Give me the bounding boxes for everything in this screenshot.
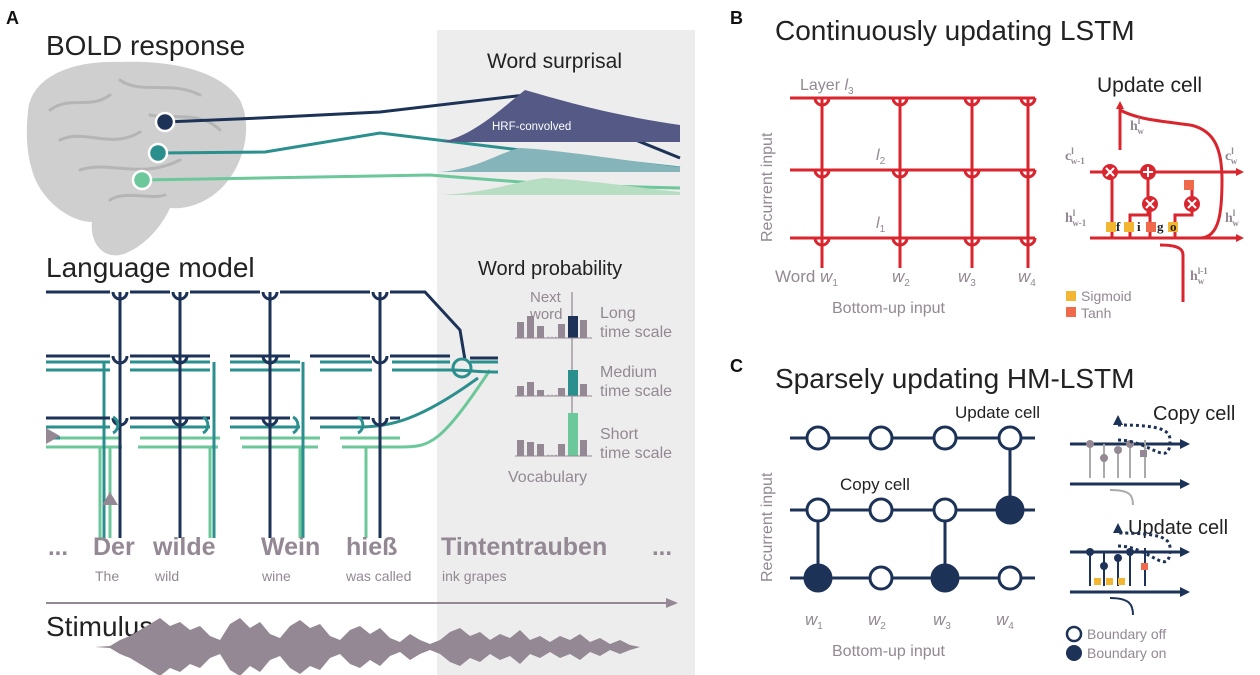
vocabulary-label: Vocabulary: [508, 469, 587, 486]
legend-boundary-off-label: Boundary off: [1087, 626, 1166, 642]
svg-text:…: …: [546, 385, 558, 399]
legend-sigmoid-label: Sigmoid: [1081, 288, 1132, 304]
bold-response-label: BOLD response: [46, 30, 245, 61]
word-de-0: Der: [93, 533, 135, 561]
next-word-label-1: Next: [530, 289, 562, 306]
word-de-2: Wein: [261, 533, 320, 561]
stimulus-waveform: [95, 618, 640, 675]
word-de-1: wilde: [152, 533, 216, 561]
legend-boundary-off: [1065, 625, 1083, 643]
b-word-w4: w4: [1018, 267, 1036, 289]
b-recurrent-input: Recurrent input: [759, 132, 776, 242]
input-arrow-left: [46, 428, 60, 444]
surprisal-dist-mid: [440, 148, 680, 172]
layer-l1-label: l1: [876, 215, 886, 235]
update-cell-mini: [1070, 523, 1190, 616]
word-en-0: The: [95, 568, 119, 584]
word-de-3: hieß: [346, 533, 397, 561]
long-label-1: Long: [600, 305, 636, 322]
hmlstm-nodes: [803, 425, 1025, 593]
surprisal-dist-light: [440, 178, 680, 195]
panel-b-title: Continuously updating LSTM: [775, 15, 1135, 46]
c-word-w1: w1: [805, 610, 823, 632]
legend-boundary-on: [1066, 645, 1082, 661]
lm-network: [45, 290, 499, 538]
svg-text:…: …: [546, 327, 558, 341]
language-model-label: Language model: [46, 252, 255, 283]
c-copy-cell-mid: Copy cell: [840, 475, 910, 494]
brain-dot-light: [131, 169, 153, 191]
lstm-grid: [790, 96, 1037, 268]
lstm-gate-o: o: [1170, 219, 1177, 234]
brain-dot-mid: [147, 142, 169, 164]
brain-dot-dark: [154, 111, 176, 133]
prob-bars: … … …: [515, 316, 592, 459]
short-label-1: Short: [600, 426, 639, 443]
brain-image: [26, 61, 247, 256]
word-en-4: ink grapes: [442, 568, 507, 584]
surprisal-dist-dark: [440, 90, 680, 142]
panel-b: B Continuously updating LSTM Layer l3 l2…: [730, 8, 1244, 321]
c-copy-cell-right: Copy cell: [1153, 403, 1235, 425]
legend-tanh-swatch: [1066, 307, 1076, 317]
hrf-convolved-label: HRF-convolved: [492, 121, 571, 133]
panel-c-title: Sparsely updating HM-LSTM: [775, 363, 1134, 394]
c-update-cell-right: Update cell: [1128, 517, 1228, 539]
svg-text:…: …: [546, 445, 558, 459]
ellipsis-left: ...: [48, 534, 68, 561]
c-bottom-up-input: Bottom-up input: [832, 643, 946, 660]
lstm-gate-f: f: [1116, 219, 1121, 234]
lstm-gate-i: i: [1137, 219, 1141, 234]
medium-label-1: Medium: [600, 364, 657, 381]
panel-c: C Sparsely updating HM-LSTM Update cell …: [730, 356, 1235, 661]
b-word-w1: Word w1: [775, 267, 838, 289]
c-recurrent-input: Recurrent input: [759, 472, 776, 582]
short-label-2: time scale: [600, 445, 672, 462]
b-word-w2: w2: [892, 267, 910, 289]
long-label-2: time scale: [600, 324, 672, 341]
legend-boundary-on-label: Boundary on: [1087, 645, 1166, 661]
word-probability-label: Word probability: [478, 258, 622, 280]
panel-letter-c: C: [730, 356, 743, 376]
b-word-w3: w3: [958, 267, 976, 289]
lstm-ops: [1102, 164, 1200, 232]
input-arrow-bottom: [102, 492, 118, 505]
word-en-1: wild: [154, 568, 179, 584]
layer-l2-label: l2: [876, 147, 886, 167]
word-de-4: Tintentrauben: [441, 533, 607, 561]
medium-label-2: time scale: [600, 383, 672, 400]
panel-letter-a: A: [6, 8, 19, 28]
c-word-w4: w4: [996, 610, 1014, 632]
word-en-3: was called: [345, 568, 411, 584]
panel-a: A BOLD response Word surprisal HRF-convo…: [6, 8, 695, 675]
ellipsis-right: ...: [652, 534, 672, 561]
b-update-cell-label: Update cell: [1097, 74, 1202, 97]
layer-l3-label: Layer l3: [800, 77, 854, 97]
legend-tanh-label: Tanh: [1081, 305, 1111, 321]
word-surprisal-label: Word surprisal: [487, 50, 622, 73]
lstm-cell: [1090, 101, 1244, 302]
c-word-w3: w3: [933, 610, 951, 632]
c-word-w2: w2: [868, 610, 886, 632]
legend-sigmoid-swatch: [1066, 291, 1076, 301]
b-bottom-up-input: Bottom-up input: [832, 300, 946, 317]
word-en-2: wine: [261, 568, 291, 584]
lstm-gate-g: g: [1157, 219, 1164, 234]
copy-cell-mini: [1070, 415, 1190, 506]
next-word-label-2: word: [529, 306, 563, 323]
panel-letter-b: B: [730, 8, 743, 28]
c-update-cell-top: Update cell: [955, 403, 1040, 422]
